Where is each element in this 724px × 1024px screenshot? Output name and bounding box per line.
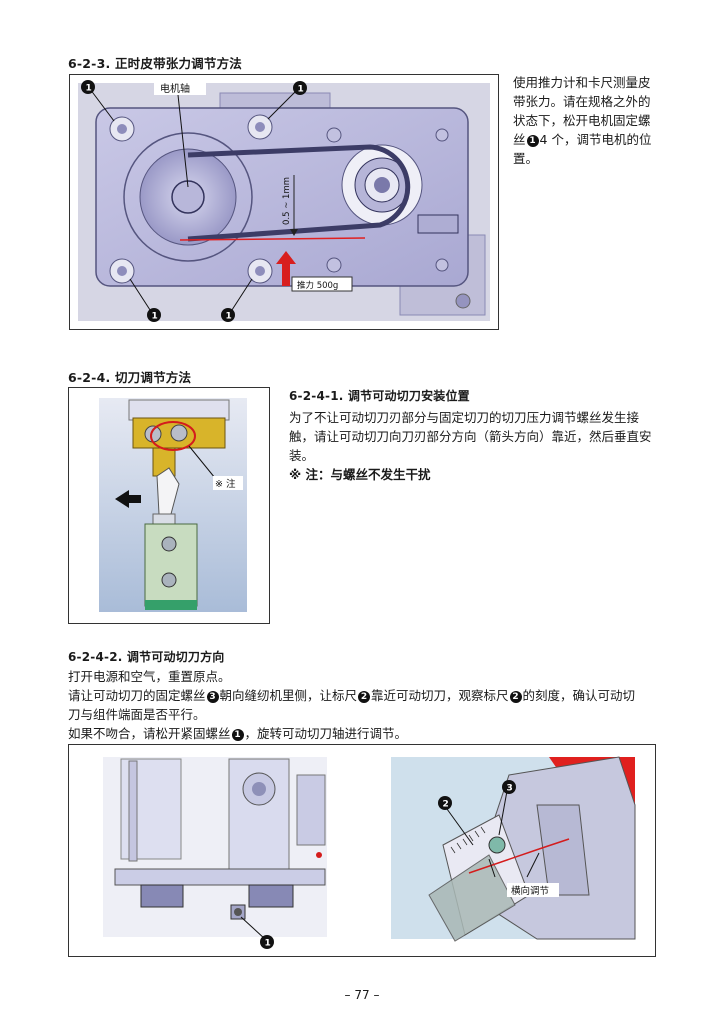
svg-text:1: 1 xyxy=(298,85,304,95)
screw-marker-icon: 1 1 1 1 xyxy=(81,80,307,322)
cutter-direction-diagram: 横向调节 1 2 3 xyxy=(103,756,636,949)
motor-shaft-label: 电机轴 xyxy=(160,82,190,95)
screw-3-badge: 3 xyxy=(206,691,219,703)
section-624-heading: 6-2-4. 切刀调节方法 xyxy=(68,370,192,385)
section-6241-heading: 6-2-4-1. 调节可动切刀安装位置 xyxy=(289,389,470,403)
push-force-label: 推力 500g xyxy=(297,280,338,291)
cutter-install-diagram: ※ 注 xyxy=(99,398,247,612)
cutter-direction-line3: 刀与组件端面是否平行。 xyxy=(68,707,206,722)
svg-text:2: 2 xyxy=(443,800,449,810)
screw-1-badge: 1 xyxy=(231,729,244,741)
screw-1-badge: 1 xyxy=(526,135,539,147)
svg-text:1: 1 xyxy=(265,939,271,949)
figure-cutter-install: ※ 注 xyxy=(68,387,270,624)
figure-cutter-direction: 横向调节 1 2 3 xyxy=(68,744,656,957)
scale-2-badge: 2 xyxy=(509,691,522,703)
cutter-install-note: ※ 注：与螺丝不发生干扰 xyxy=(289,467,431,482)
motor-screw-icon xyxy=(109,114,273,284)
svg-text:3: 3 xyxy=(507,784,513,794)
section-6242-heading: 6-2-4-2. 调节可动切刀方向 xyxy=(68,650,225,664)
lateral-adjust-label: 横向调节 xyxy=(511,885,549,897)
cutter-direction-line1: 打开电源和空气，重置原点。 xyxy=(68,669,231,684)
page-number: – 77 – xyxy=(344,988,380,1002)
svg-text:1: 1 xyxy=(226,312,232,322)
figure-note-label: ※ 注 xyxy=(215,478,236,490)
section-623-heading: 6-2-3. 正时皮带张力调节方法 xyxy=(68,56,242,71)
callout-marker-icon: 1 2 3 xyxy=(260,780,516,949)
direction-arrow-icon xyxy=(115,490,141,508)
figure-belt-tension: 推力 500g 0.5 ~ 1mm 电机轴 1 1 1 1 xyxy=(69,74,499,330)
belt-tension-text: 使用推力计和卡尺测量皮带张力。请在规格之外的状态下，松开电机固定螺丝 xyxy=(513,75,651,147)
cutter-install-body: 为了不让可动切刀刃部分与固定切刀的切刀压力调节螺丝发生接触，请让可动切刀向刀刃部… xyxy=(289,410,652,463)
scale-2-badge: 2 xyxy=(358,691,371,703)
belt-tension-text-tail: 4 个，调节电机的位置。 xyxy=(513,132,652,166)
cutter-direction-text: 6-2-4-2. 调节可动切刀方向 打开电源和空气，重置原点。 请让可动切刀的固… xyxy=(68,648,668,743)
svg-text:1: 1 xyxy=(86,84,92,94)
belt-tension-diagram: 推力 500g 0.5 ~ 1mm 电机轴 1 1 1 1 xyxy=(78,80,490,322)
gap-label: 0.5 ~ 1mm xyxy=(282,177,292,225)
svg-text:1: 1 xyxy=(152,312,158,322)
cutter-install-text: 6-2-4-1. 调节可动切刀安装位置 为了不让可动切刀刃部分与固定切刀的切刀压… xyxy=(289,387,659,484)
